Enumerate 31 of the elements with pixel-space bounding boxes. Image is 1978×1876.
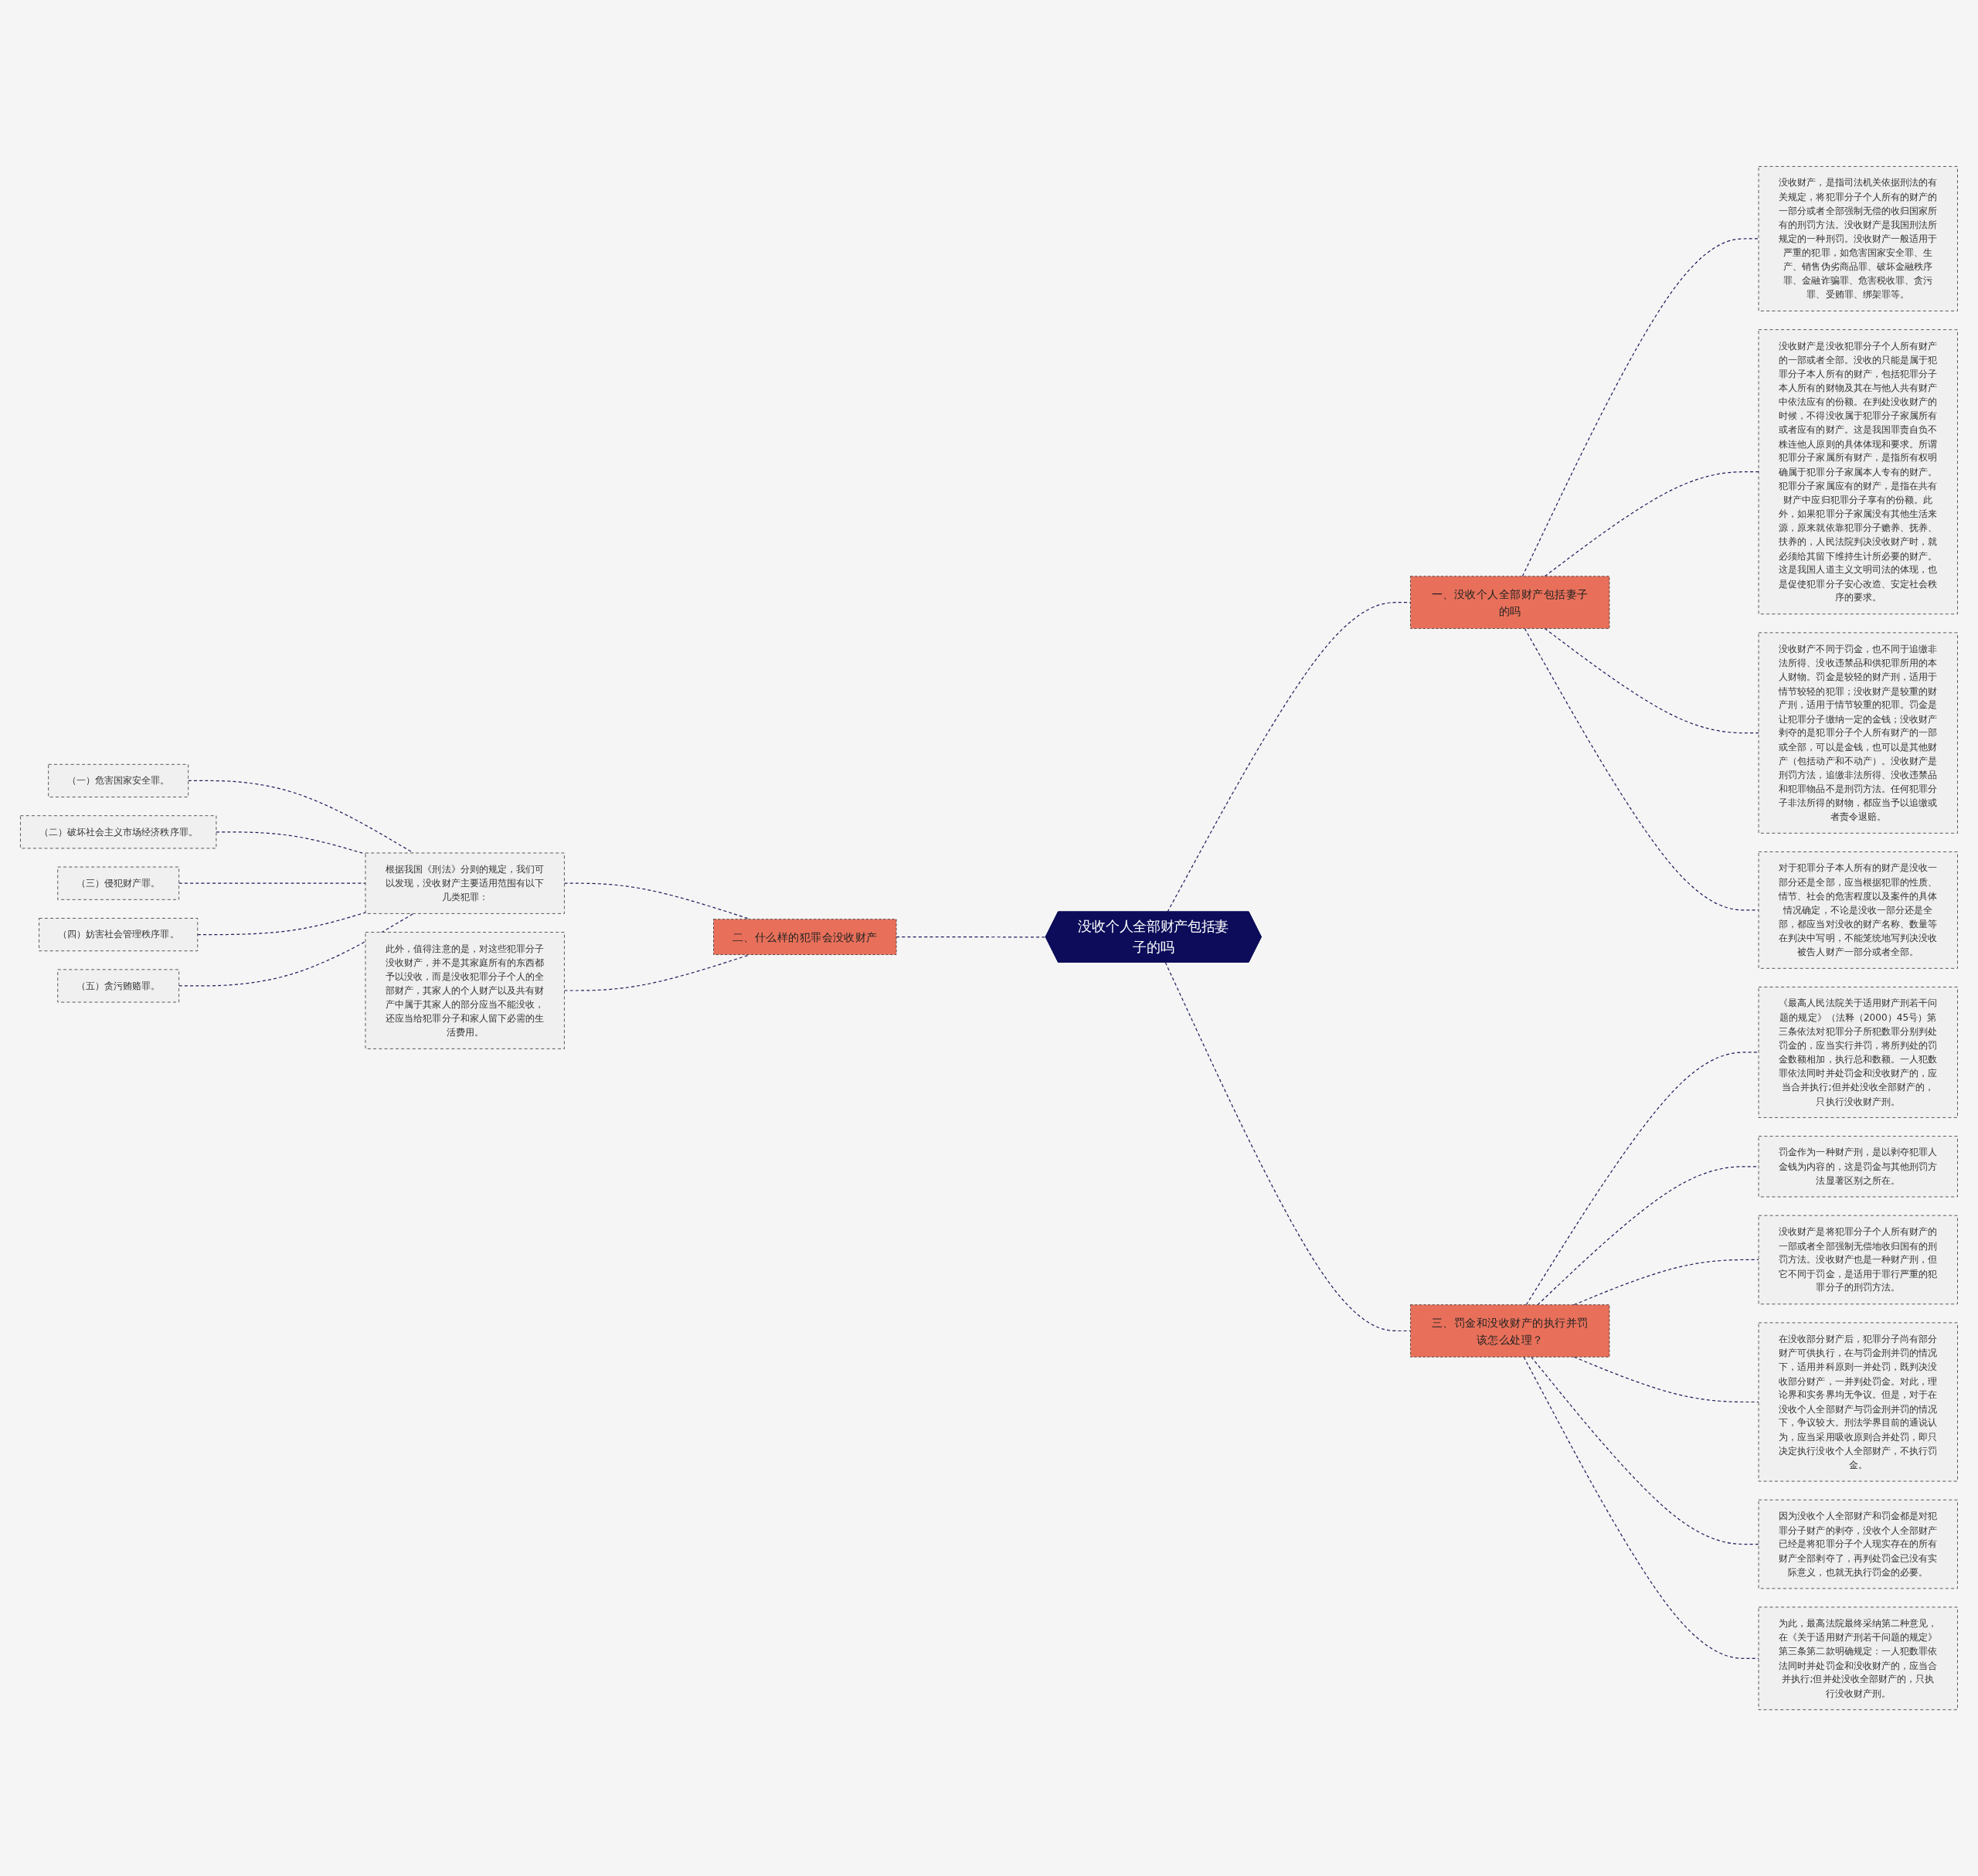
node-box: 根据我国《刑法》分则的规定，我们可以发现，没收财产主要适用范围有以下几类犯罪： <box>365 852 565 914</box>
node-box: 因为没收个人全部财产和罚金都是对犯罪分子财产的剥夺，没收个人全部财产已经是将犯罪分子个人现实存在的所有财产全部剥夺了，再判处罚金已没有实际意义，也就无执行罚金的必要。 <box>1758 1499 1958 1589</box>
node-box: 没收财产是没收犯罪分子个人所有财产的一部或者全部。没收的只能是属于犯罪分子本人所有的财产，包括犯罪分子本人所有的财物及其在与他人共有财产中依法应有的份额。在判处没收财产的时候，不得没收属于犯罪分子家属所有或者应有的财产。这是我国罪责自负不株连他人原则的具体体现和要求。所谓犯罪分子家属所有财产，是指所有权明确属于犯罪分子家属本人专有的财产。犯罪分子家属应有的财产，是指在共有财产中应归犯罪分子享有的份额。此外，如果犯罪分子家属没有其他生活来源，原来就依靠犯罪分子赡养、抚养、扶养的，人民法院判决没收财产时，就必须给其留下维持生计所必要的财产。这是我国人道主义文明司法的体现，也是促使犯罪分子安心改造、安定社会秩序的要求。 <box>1758 329 1958 614</box>
node-box: 《最高人民法院关于适用财产刑若干问题的规定》（法释（2000）45号）第三条依法对犯罪分子所犯数罪分别判处罚金的，应当实行并罚，将所判处的罚金数额相加，执行总和数额。一人犯数罪依法同时并处罚金和没收财产的，应当合并执行;但并处没收全部财产的，只执行没收财产刑。 <box>1758 986 1958 1118</box>
connector <box>1164 961 1412 1331</box>
node-box: 没收财产，是指司法机关依据刑法的有关规定，将犯罪分子个人所有的财产的一部分或者全部强制无偿的收归国家所有的刑罚方法。没收财产是我国刑法所规定的一种刑罚。没收财产一般适用于严重的犯罪，如危害国家安全罪、生产、销售伪劣商品罪、破坏金融秩序罪、金融诈骗罪、危害税收罪、贪污罪、受贿罪、绑架罪等。 <box>1758 165 1958 311</box>
node-box: 三、罚金和没收财产的执行并罚该怎么处理？ <box>1410 1304 1610 1358</box>
connector <box>896 936 1047 938</box>
node-box: 此外，值得注意的是，对这些犯罪分子没收财产，并不是其家庭所有的东西都予以没收，而是没收犯罪分子个人的全部财产，其家人的个人财产以及共有财产中属于其家人的部分应当不能没收，还应当给犯罪分子和家人留下必需的生活费用。 <box>365 932 565 1049</box>
connector <box>1525 1052 1759 1306</box>
node-box: 在没收部分财产后，犯罪分子尚有部分财产可供执行，在与罚金刑并罚的情况下，适用并科原则一并处罚，既判决没收部分财产，一并判处罚金。对此，理论界和实务界均无争议。但是，对于在没收个人全部财产与罚金刑并罚的情况下，争议较大。刑法学界目前的通说认为，应当采用吸收原则合并处罚，即只决定执行没收个人全部财产，不执行罚金。 <box>1758 1322 1958 1482</box>
connector <box>188 780 414 854</box>
node-box: （一）危害国家安全罪。 <box>48 763 189 797</box>
node-box: 一、没收个人全部财产包括妻子的吗 <box>1410 576 1610 629</box>
connector <box>1521 238 1759 577</box>
connector <box>1573 1259 1759 1306</box>
node-box: （四）妨害社会管理秩序罪。 <box>39 917 199 951</box>
connector <box>1537 1166 1759 1306</box>
node-box: 没收财产不同于罚金，也不同于追缴非法所得、没收违禁品和供犯罪所用的本人财物。罚金是较轻的财产刑，适用于情节较轻的犯罪；没收财产是较重的财产刑，适用于情节较重的犯罪。罚金是让犯罪分子缴纳一定的金钱；没收财产剥夺的是犯罪分子个人所有财产的一部或全部，可以是金钱，也可以是其他财产（包括动产和不动产）。没收财产是刑罚方法，追缴非法所得、没收违禁品和犯罪物品不是刑罚方法。任何犯罪分子非法所得的财物，都应当予以追缴或者责令退赔。 <box>1758 632 1958 834</box>
node-box: 二、什么样的犯罪会没收财产 <box>713 919 897 955</box>
node-box: （三）侵犯财产罪。 <box>57 866 179 900</box>
node-box: 罚金作为一种财产刑，是以剥夺犯罪人金钱为内容的，这是罚金与其他刑罚方法显著区别之所在。 <box>1758 1136 1958 1198</box>
node-box: 对于犯罪分子本人所有的财产是没收一部分还是全部，应当根据犯罪的性质、情节、社会的危害程度以及案件的具体情况确定，不论是没收一部分还是全部，都应当对没收的财产名称、数量等在判决中写明，不能笼统地写判决没收被告人财产一部分或者全部。 <box>1758 851 1958 969</box>
connector <box>197 912 366 936</box>
node-box: 为此，最高法院最终采纳第二种意见，在《关于适用财产刑若干问题的规定》第三条第二款明确规定：一人犯数罪依法同时并处罚金和没收财产的，应当合并执行;但并处没收全部财产的，只执行没收财产刑。 <box>1758 1606 1958 1711</box>
node-box: （五）贪污贿赂罪。 <box>57 969 179 1003</box>
connector <box>178 882 366 884</box>
node-box: 没收财产是将犯罪分子个人所有财产的一部或者全部强制无偿地收归国有的刑罚方法。没收财产也是一种财产刑，但它不同于罚金，是适用于罪行严重的犯罪分子的刑罚方法。 <box>1758 1215 1958 1305</box>
connector <box>1523 1356 1759 1659</box>
node-box: （二）破坏社会主义市场经济秩序罪。 <box>20 815 217 849</box>
connector <box>1531 1356 1759 1545</box>
